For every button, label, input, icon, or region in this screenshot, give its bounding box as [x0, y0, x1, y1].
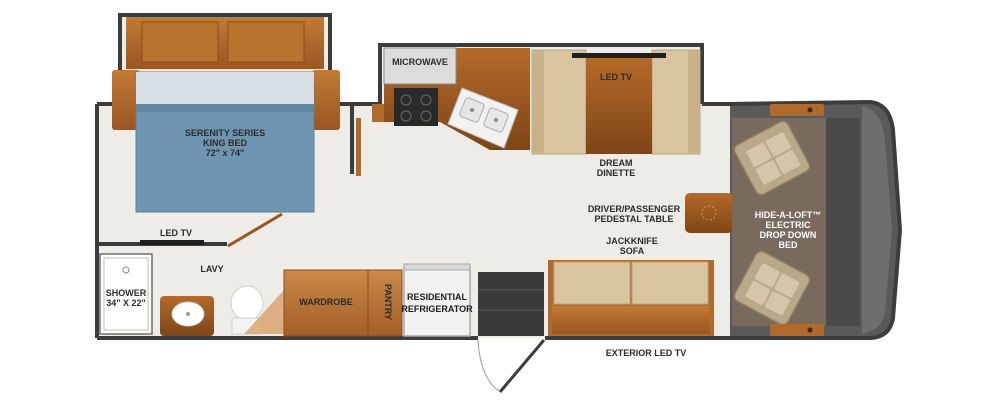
cooktop: [394, 88, 438, 126]
pedestal-table-top: [685, 193, 733, 233]
bathroom: SHOWER 34" X 22" LAVY: [99, 253, 284, 336]
sofa-cushion-right: [631, 261, 709, 305]
kitchen-slide-wall: [378, 43, 704, 104]
cab-windshield: [862, 106, 892, 334]
bedroom-wall-stub: [350, 104, 354, 174]
loft-rail-bottom-knob-icon: [807, 327, 813, 333]
dinette-label-line2: DINETTE: [597, 168, 636, 178]
sofa-label-line1: JACKKNIFE: [606, 236, 658, 246]
passenger-seat-cushion-2: [774, 273, 800, 298]
microwave-label: MICROWAVE: [392, 57, 448, 67]
loft-rail-top: [770, 104, 824, 116]
bedroom: SERENITY SERIES KING BED 72" x 74" LED T…: [112, 17, 340, 245]
dinette-bench-right-back: [688, 50, 700, 154]
sink-drain-icon: [186, 312, 190, 316]
bathroom-door: [244, 290, 284, 334]
burner-icon-3: [400, 110, 412, 122]
walls: [95, 13, 903, 340]
passenger-seat-cushion-3: [745, 281, 771, 305]
loft-label-line3: DROP DOWN: [760, 230, 817, 240]
dinette-led-tv: [572, 53, 666, 58]
sink-drain-right-icon: [494, 118, 498, 122]
shower-label-line1: SHOWER: [106, 288, 147, 298]
jackknife-sofa: JACKKNIFE SOFA: [548, 236, 714, 336]
dinette-table: [586, 58, 652, 154]
wardrobe: [283, 269, 369, 337]
bedroom-led-tv-label: LED TV: [160, 228, 192, 238]
bedroom-door: [356, 118, 361, 176]
entry-door-panel: [498, 339, 546, 393]
passenger-seat-cushion-4: [765, 291, 790, 316]
wardrobe-label: WARDROBE: [299, 297, 353, 307]
burner-icon-4: [420, 110, 432, 122]
burner-icon-2: [420, 94, 432, 106]
sofa-label-line2: SOFA: [620, 246, 645, 256]
sofa-back: [552, 306, 710, 334]
passenger-seat-body: [733, 250, 811, 326]
fridge-label-line2: REFRIGERATOR: [401, 304, 473, 314]
pantry: [367, 269, 403, 337]
bedroom-slide-door: [227, 212, 283, 248]
fridge-top-strip: [403, 263, 471, 271]
nightstand-left: [112, 70, 140, 130]
bed-blanket-fold: [136, 104, 314, 112]
microwave-cabinet: [383, 47, 457, 85]
bedroom-slide-wall: [118, 13, 332, 104]
nightstand-right: [312, 70, 340, 130]
burner-icon-1: [400, 94, 412, 106]
loft-label-line1: HIDE-A-LOFT™: [755, 210, 822, 220]
storage-row: WARDROBE PANTRY RESIDENTIAL REFRIGERATOR: [283, 263, 544, 337]
entry-step: [478, 272, 544, 336]
bed-label-line3: 72" x 74": [206, 148, 245, 158]
pedestal-table-label-line2: PEDESTAL TABLE: [594, 214, 673, 224]
sofa-cushion-left: [553, 261, 631, 305]
loft-rail-bottom: [770, 324, 824, 336]
sink-drain-left-icon: [470, 108, 474, 112]
bed-label-line2: KING BED: [203, 138, 248, 148]
driver-seat-cushion-4: [775, 150, 801, 175]
cab-area: HIDE-A-LOFT™ ELECTRIC DROP DOWN BED: [732, 104, 860, 336]
entry-door: EXTERIOR LED TV: [477, 339, 687, 393]
kitchen-edge: [372, 104, 384, 122]
pedestal-table-label-line1: DRIVER/PASSENGER: [588, 204, 681, 214]
toilet: [230, 285, 264, 321]
driver-seat-cushion-1: [746, 142, 772, 167]
headboard-panel-left: [141, 21, 219, 63]
kitchen: MICROWAVE: [372, 47, 530, 150]
shower-drain-icon: [122, 266, 130, 274]
cab-outline: [729, 99, 903, 340]
pedestal-icon: [701, 205, 717, 221]
pantry-label: PANTRY: [383, 284, 393, 320]
residential-refrigerator: [403, 267, 471, 337]
exterior-led-tv-label: EXTERIOR LED TV: [606, 348, 687, 358]
dinette: LED TV DREAM DINETTE: [531, 49, 701, 178]
driver-seat-body: [733, 120, 811, 196]
bedroom-led-tv: [140, 240, 204, 245]
driver-seat-cushion-3: [755, 160, 781, 185]
loft-label-line2: ELECTRIC: [766, 220, 812, 230]
dinette-led-tv-label: LED TV: [600, 72, 632, 82]
headboard-panel-right: [227, 21, 305, 63]
pedestal-table: DRIVER/PASSENGER PEDESTAL TABLE: [588, 193, 733, 233]
dinette-label-line1: DREAM: [600, 158, 633, 168]
loft-label-line4: BED: [778, 240, 798, 250]
loft-rail-top-knob-icon: [807, 107, 813, 113]
bed-label-line1: SERENITY SERIES: [185, 128, 265, 138]
dinette-bench-left-back: [532, 50, 544, 154]
driver-seat-cushion-2: [766, 132, 791, 157]
fridge-label-line1: RESIDENTIAL: [407, 292, 468, 302]
driver-seat: [733, 120, 811, 196]
shower-label-line2: 34" X 22": [106, 298, 146, 308]
passenger-seat-cushion-1: [755, 263, 780, 288]
bed-pillows: [136, 72, 314, 104]
entry-door-swing: [477, 339, 501, 393]
lavy-label: LAVY: [200, 264, 223, 274]
dash: [826, 118, 860, 326]
passenger-seat: [733, 250, 811, 326]
shower-inner: [103, 257, 149, 331]
